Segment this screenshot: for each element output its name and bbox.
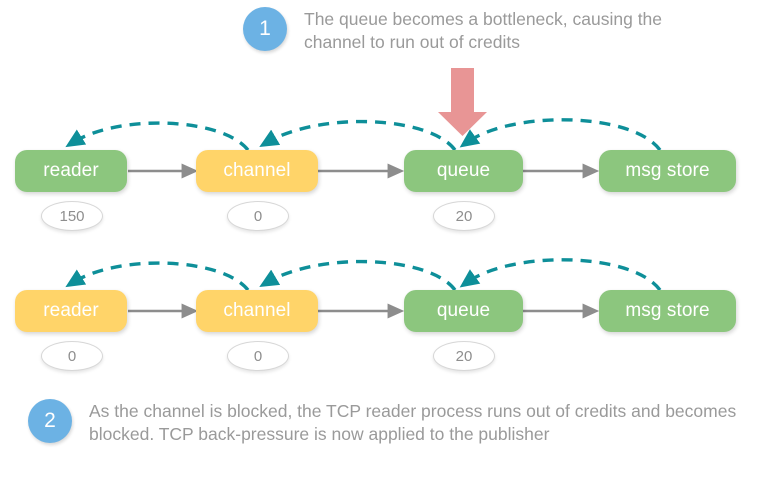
step-2-caption: As the channel is blocked, the TCP reade… [89,401,737,444]
node-label: reader [43,300,99,321]
arc-queue-to-channel [259,119,457,152]
node-label: msg store [625,300,710,321]
credit-badge-row1-queue: 20 [433,201,495,231]
arc-msgstore-to-queue [459,258,662,292]
node-label: channel [223,160,291,181]
arc-channel-to-reader [65,261,250,292]
credit-badge-row2-channel: 0 [227,341,289,371]
step-2-callout: 2 As the channel is blocked, the TCP rea… [28,399,769,446]
credit-badge-row1-channel: 0 [227,201,289,231]
node-label: msg store [625,160,710,181]
credit-badge-row2-queue: 20 [433,341,495,371]
node-row1-reader[interactable]: reader [15,150,127,192]
step-2-number-badge: 2 [28,399,72,443]
step-1-callout: 1 The queue becomes a bottleneck, causin… [243,7,724,54]
node-label: queue [436,160,491,181]
node-row2-channel[interactable]: channel [196,290,318,332]
node-row2-queue[interactable]: queue [404,290,523,332]
node-row1-channel[interactable]: channel [196,150,318,192]
row-1-backpressure-arcs [65,118,662,152]
step-1-caption: The queue becomes a bottleneck, causing … [304,9,663,52]
node-label: reader [43,160,99,181]
node-row2-reader[interactable]: reader [15,290,127,332]
node-row2-msg-store[interactable]: msg store [599,290,736,332]
red-down-arrow-icon [438,68,487,136]
node-label: queue [436,300,491,321]
credit-badge-row2-reader: 0 [41,341,103,371]
row-2-backpressure-arcs [65,258,662,292]
credit-badge-row1-reader: 150 [41,201,103,231]
arc-queue-to-channel [259,259,457,292]
arc-channel-to-reader [65,121,250,152]
step-1-number-badge: 1 [243,7,287,51]
node-row1-msg-store[interactable]: msg store [599,150,736,192]
node-label: channel [223,300,291,321]
node-row1-queue[interactable]: queue [404,150,523,192]
arc-msgstore-to-queue [459,118,662,152]
